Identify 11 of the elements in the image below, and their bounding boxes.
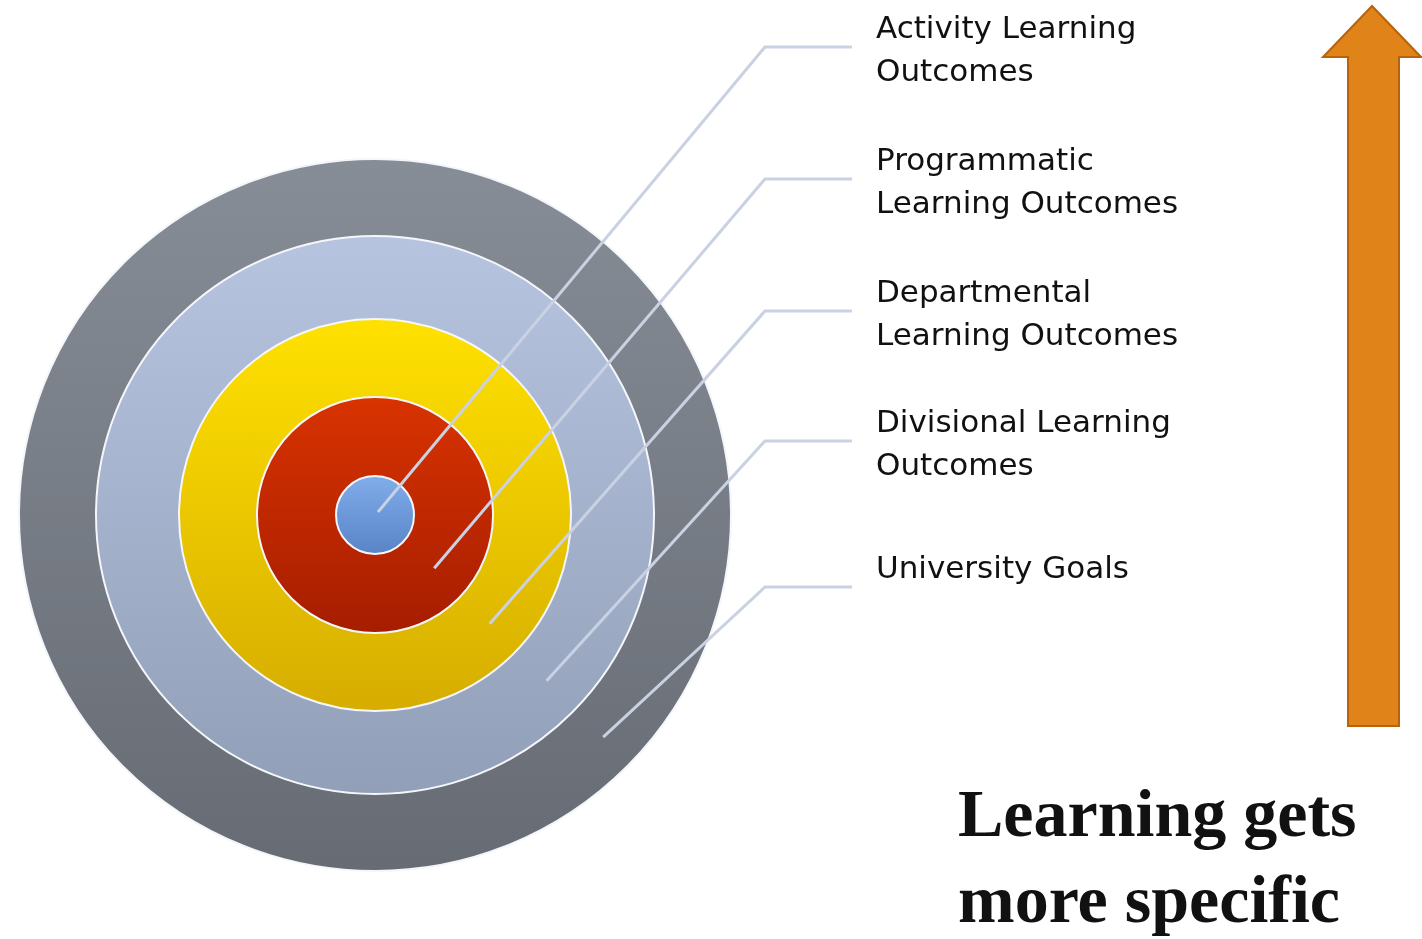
leader-line xyxy=(376,45,852,513)
leader-line xyxy=(602,585,852,739)
outcome-label: Departmental Learning Outcomes xyxy=(876,270,1216,356)
outcome-label: University Goals xyxy=(876,546,1216,589)
leader-line xyxy=(488,309,852,625)
outcome-label: Activity Learning Outcomes xyxy=(876,6,1216,92)
note-text: Learning gets more specific xyxy=(958,774,1358,939)
outcome-label: Divisional Learning Outcomes xyxy=(876,400,1216,486)
leader-line xyxy=(545,439,852,682)
outcome-label: Programmatic Learning Outcomes xyxy=(876,138,1216,224)
leader-line xyxy=(433,177,852,570)
